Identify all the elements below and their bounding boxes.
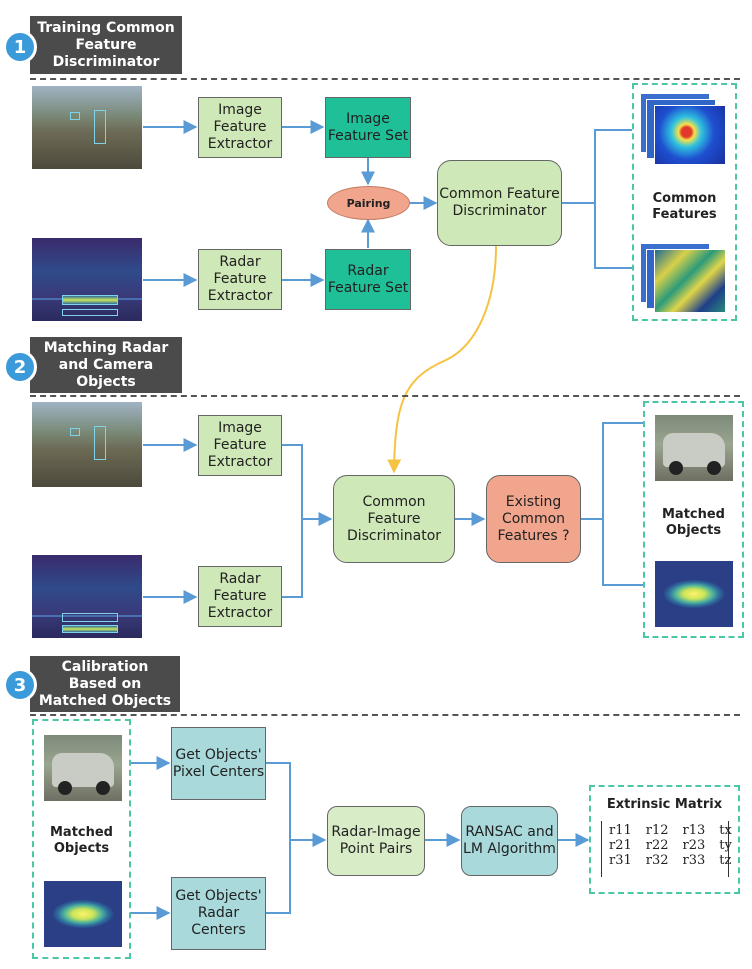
matched-radar-blob <box>655 561 733 627</box>
matrix-row: r21 r22 r23 ty <box>602 838 739 853</box>
matrix-cell: tx <box>719 823 732 838</box>
feature-map-radar <box>654 249 726 313</box>
box-label: Get Objects' Pixel Centers <box>172 746 265 780</box>
stage-2-divider <box>30 395 740 397</box>
matrix-cell: ty <box>719 838 732 853</box>
matrix-cell: r23 <box>682 838 706 853</box>
stage-2-title-text: Matching Radar and Camera Objects <box>43 339 169 390</box>
car-wheel <box>669 461 683 475</box>
matrix-cell: r21 <box>609 838 632 853</box>
stage-1-title-text: Training Common Feature Discriminator <box>37 19 175 70</box>
common-features-label: Common Features <box>634 191 735 223</box>
existing-common-features-decision: Existing Common Features ? <box>486 475 581 563</box>
box-label: Radar Feature Extractor <box>207 254 273 304</box>
box-label: Image Feature Extractor <box>207 102 273 152</box>
box-label: Radar Feature Set <box>327 262 409 296</box>
box-label: Common Feature Discriminator <box>346 493 442 544</box>
common-features-text: Common Features <box>652 191 717 222</box>
stage-1-title: Training Common Feature Discriminator <box>30 16 182 74</box>
radar-image <box>32 555 142 638</box>
extrinsic-matrix: r11 r12 r13 tx r21 r22 r23 ty r31 r32 r3… <box>602 823 739 868</box>
car-wheel <box>96 781 110 795</box>
extrinsic-matrix-title: Extrinsic Matrix <box>591 797 738 813</box>
car-wheel <box>707 461 721 475</box>
stage-2-badge: 2 <box>3 350 37 384</box>
matrix-cell: r33 <box>682 853 706 868</box>
image-feature-set: Image Feature Set <box>325 97 411 158</box>
extrinsic-matrix-panel: Extrinsic Matrix r11 r12 r13 tx r21 r22 … <box>589 785 740 894</box>
box-label: Get Objects' Radar Centers <box>175 888 262 938</box>
detection-box <box>70 428 80 436</box>
box-label: Radar Feature Extractor <box>207 571 273 621</box>
matched-objects-input-panel: Matched Objects <box>32 719 131 959</box>
stage-1-number: 1 <box>13 36 27 58</box>
pixel-centers-box: Get Objects' Pixel Centers <box>171 727 266 800</box>
stage-2-title: Matching Radar and Camera Objects <box>30 337 182 393</box>
stage-1-divider <box>30 78 740 80</box>
pairing-node: Pairing <box>327 186 410 220</box>
matrix-cell: r22 <box>645 838 669 853</box>
matched-objects-label: Matched Objects <box>645 507 742 539</box>
radar-feature-extractor-2: Radar Feature Extractor <box>198 566 282 627</box>
matched-objects-text: Matched Objects <box>661 507 725 538</box>
matrix-cell: r31 <box>609 853 632 868</box>
stage-3-title-text: Calibration Based on Matched Objects <box>38 658 172 709</box>
radar-streak <box>32 615 142 617</box>
camera-image <box>32 86 142 169</box>
detection-box <box>94 110 106 144</box>
pairing-label: Pairing <box>346 196 391 210</box>
radar-feature-set: Radar Feature Set <box>325 249 411 310</box>
box-label: Radar-Image Point Pairs <box>331 824 421 857</box>
car-wheel <box>58 781 72 795</box>
matched-objects-panel: Matched Objects <box>643 401 744 638</box>
stage-3-badge: 3 <box>3 668 37 702</box>
detection-box <box>70 112 80 120</box>
box-label: Image Feature Extractor <box>207 420 273 470</box>
box-label: Common Feature Discriminator <box>439 186 560 219</box>
radar-detection <box>62 309 118 316</box>
matrix-cell: r13 <box>682 823 706 838</box>
stage-3-title: Calibration Based on Matched Objects <box>30 656 180 712</box>
radar-detection <box>62 613 118 622</box>
matched-objects-text: Matched Objects <box>49 825 113 856</box>
matched-car-image <box>44 735 122 801</box>
matched-radar-blob <box>44 881 122 947</box>
common-feature-discriminator-1: Common Feature Discriminator <box>437 160 562 246</box>
matrix-row: r11 r12 r13 tx <box>602 823 739 838</box>
stage-2-number: 2 <box>13 356 27 378</box>
radar-feature-extractor-1: Radar Feature Extractor <box>198 249 282 310</box>
stage-3-divider <box>30 714 740 716</box>
box-label: Image Feature Set <box>327 110 409 144</box>
stage-3-number: 3 <box>13 674 27 696</box>
ransac-lm-box: RANSAC and LM Algorithm <box>461 806 558 876</box>
feature-map-heatmap <box>654 105 726 165</box>
point-pairs-box: Radar-Image Point Pairs <box>327 806 425 876</box>
radar-detection <box>62 625 118 633</box>
box-label: RANSAC and LM Algorithm <box>463 824 556 857</box>
matrix-cell: r11 <box>609 823 632 838</box>
image-feature-extractor-1: Image Feature Extractor <box>198 97 282 158</box>
stage-1-badge: 1 <box>3 30 37 64</box>
radar-centers-box: Get Objects' Radar Centers <box>171 877 266 950</box>
extrinsic-matrix-title-text: Extrinsic Matrix <box>606 797 723 812</box>
matched-car-image <box>655 415 733 481</box>
matrix-cell: tz <box>719 853 732 868</box>
radar-image <box>32 238 142 321</box>
matrix-cell: r12 <box>645 823 669 838</box>
matrix-row: r31 r32 r33 tz <box>602 853 739 868</box>
common-feature-discriminator-2: Common Feature Discriminator <box>333 475 455 563</box>
common-features-panel: Common Features <box>632 83 737 321</box>
box-label: Existing Common Features ? <box>497 493 570 544</box>
radar-detection <box>62 295 118 305</box>
matched-objects-label: Matched Objects <box>34 825 129 857</box>
image-feature-extractor-2: Image Feature Extractor <box>198 415 282 476</box>
camera-image <box>32 402 142 487</box>
detection-box <box>94 426 106 460</box>
matrix-cell: r32 <box>645 853 669 868</box>
matrix-brackets: r11 r12 r13 tx r21 r22 r23 ty r31 r32 r3… <box>601 821 732 877</box>
